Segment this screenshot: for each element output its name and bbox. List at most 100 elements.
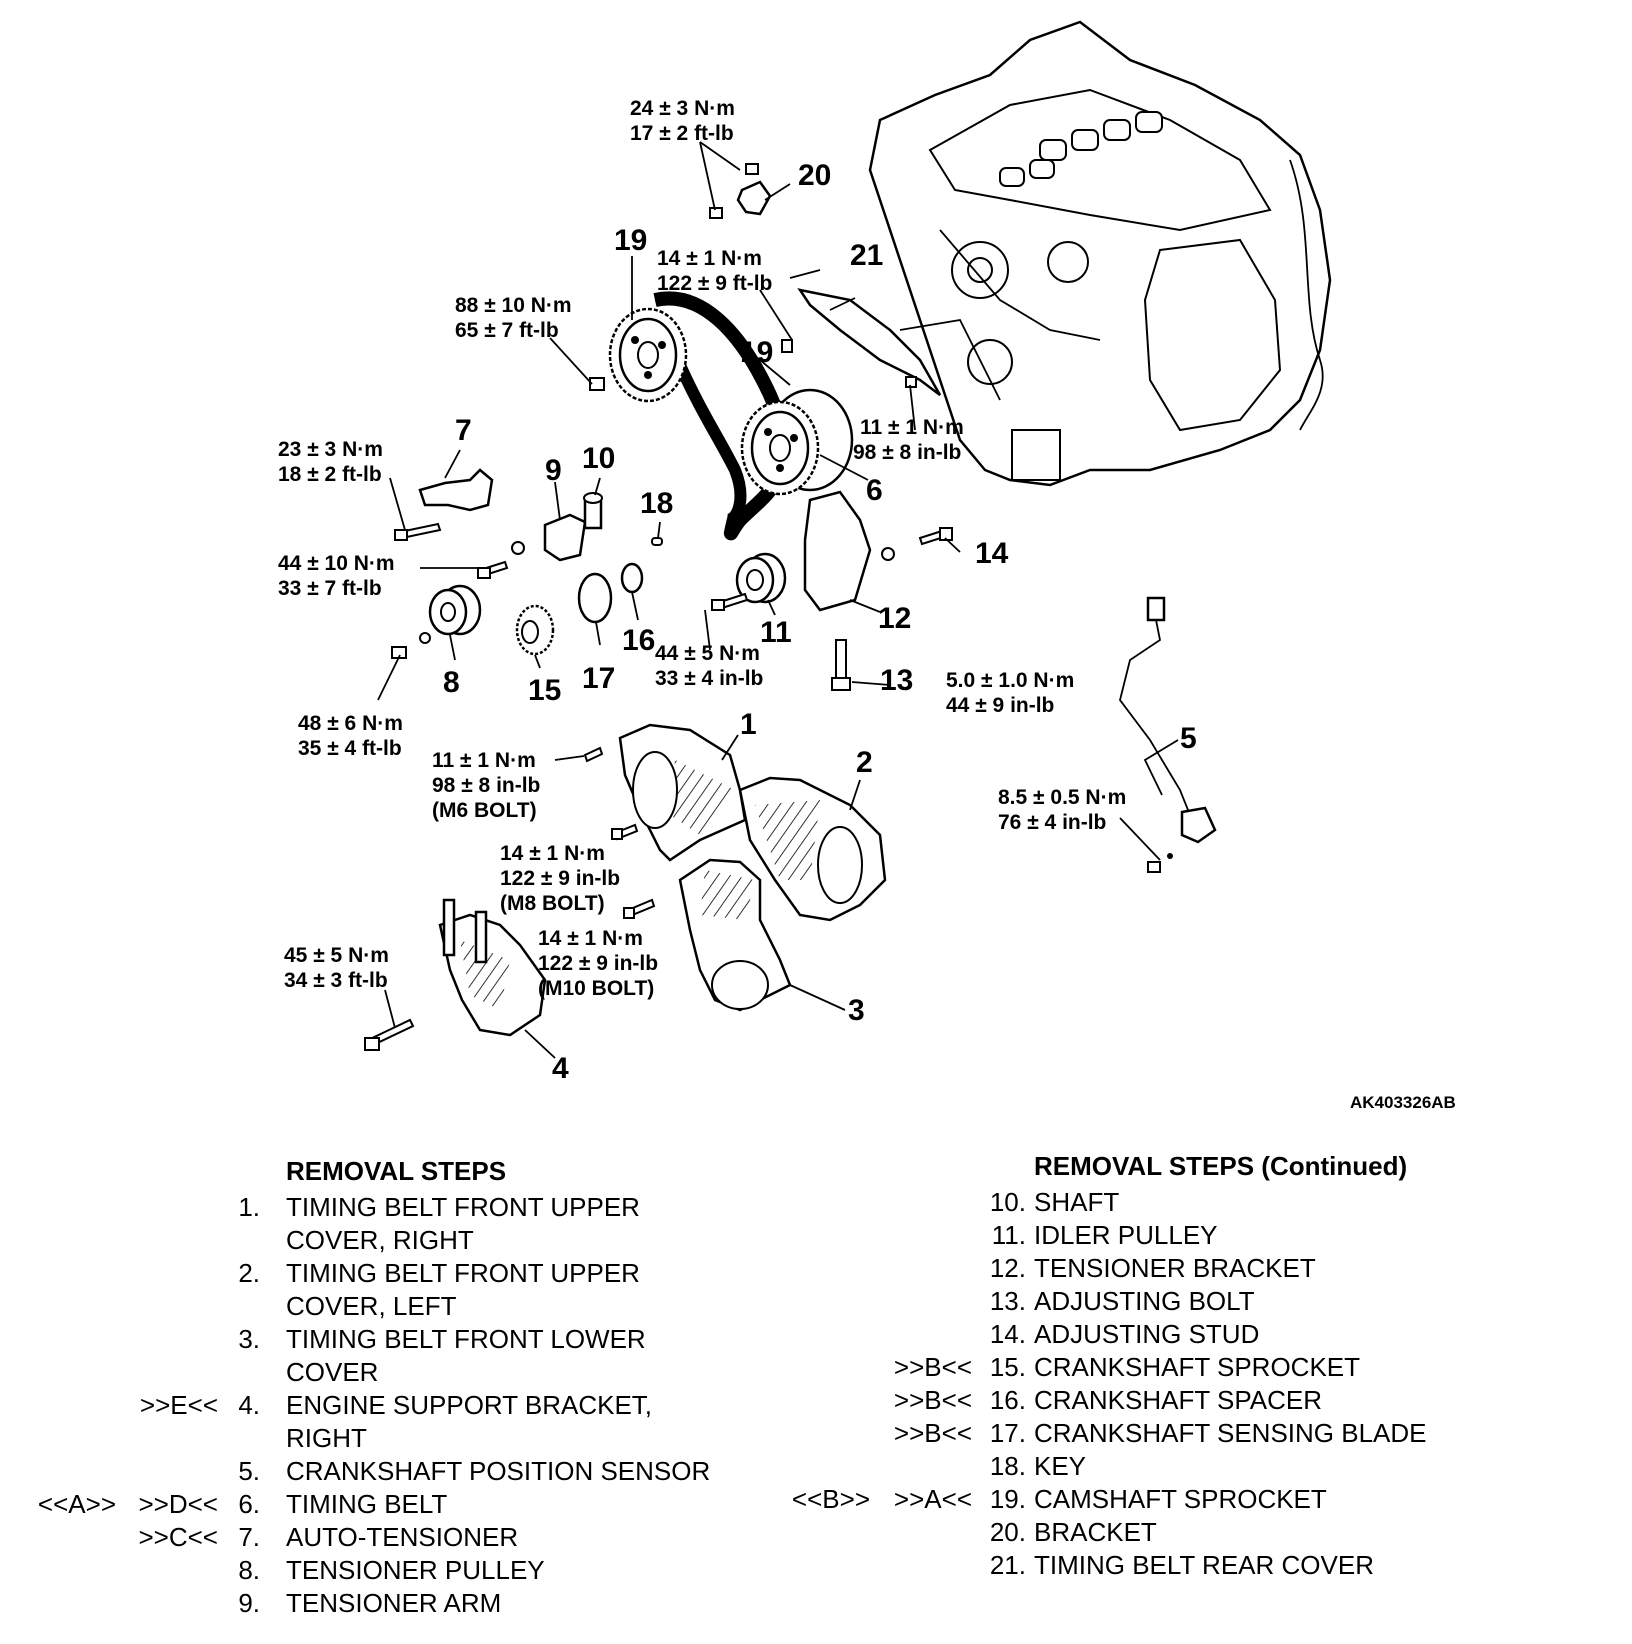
step-number: 17. <box>989 1418 1026 1448</box>
callout-6: 6 <box>866 474 883 507</box>
callout-1: 1 <box>740 708 757 741</box>
bolts-cover <box>583 746 656 919</box>
torque-8-nm: 48 ± 6 N·m <box>298 712 403 735</box>
callout-9: 9 <box>545 454 562 487</box>
torque-4-ftlb: 34 ± 3 ft-lb <box>284 969 388 992</box>
removal-steps-continued-title: REMOVAL STEPS (Continued) <box>1034 1151 1408 1181</box>
crankshaft-sprocket <box>515 604 555 656</box>
torque-1-bolt: (M6 BOLT) <box>432 799 537 822</box>
torque-9-ftlb: 33 ± 7 ft-lb <box>278 577 382 600</box>
step-text: ENGINE SUPPORT BRACKET, <box>286 1390 653 1420</box>
callout-13: 13 <box>880 664 913 697</box>
auto-tensioner <box>418 468 494 512</box>
step-marker-primary: <<A>> <box>37 1489 116 1519</box>
step-number: 20. <box>989 1517 1026 1547</box>
step-marker-secondary: >>B<< <box>893 1352 972 1382</box>
step-number: 1. <box>238 1192 260 1222</box>
torque-11-inlb: 33 ± 4 in-lb <box>655 667 763 690</box>
callout-8: 8 <box>443 666 460 699</box>
callout-2: 2 <box>856 746 873 779</box>
torque-3-inlb: 122 ± 9 in-lb <box>538 952 658 975</box>
step-text: RIGHT <box>286 1423 367 1453</box>
step-number: 12. <box>989 1253 1026 1283</box>
callout-3: 3 <box>848 994 865 1027</box>
step-number: 9. <box>238 1588 260 1618</box>
step-number: 18. <box>989 1451 1026 1481</box>
torque-21-inlb: 98 ± 8 in-lb <box>853 441 961 464</box>
callout-10: 10 <box>582 442 615 475</box>
step-number: 21. <box>989 1550 1026 1580</box>
step-text: IDLER PULLEY <box>1034 1220 1218 1250</box>
callout-19-left: 19 <box>614 224 647 257</box>
step-text: COVER, RIGHT <box>286 1225 474 1255</box>
camshaft-sprocket-left <box>608 307 688 403</box>
step-number: 4. <box>238 1390 260 1420</box>
callout-numbers: 1 2 3 4 5 6 7 8 9 10 11 12 13 14 15 16 1… <box>443 159 1197 1085</box>
callout-16: 16 <box>622 624 655 657</box>
torque-20-nm: 24 ± 3 N·m <box>630 97 735 120</box>
torque-7-ftlb: 18 ± 2 ft-lb <box>278 463 382 486</box>
step-text: BRACKET <box>1034 1517 1157 1547</box>
removal-steps-right: REMOVAL STEPS (Continued) 10. SHAFT 11. IDL… <box>780 1145 1632 1644</box>
step-text: SHAFT <box>1034 1187 1120 1217</box>
step-number: 11. <box>991 1220 1026 1250</box>
crankshaft-position-sensor <box>1119 596 1217 873</box>
torque-13-inlb: 44 ± 9 in-lb <box>946 694 1054 717</box>
tensioner-bracket <box>803 490 872 612</box>
step-marker-secondary: >>B<< <box>893 1385 972 1415</box>
removal-steps-title: REMOVAL STEPS <box>286 1156 507 1186</box>
torque-8-ftlb: 35 ± 4 ft-lb <box>298 737 402 760</box>
step-text: TIMING BELT REAR COVER <box>1034 1550 1374 1580</box>
torque-2-bolt: (M8 BOLT) <box>500 892 605 915</box>
torque-7-nm: 23 ± 3 N·m <box>278 438 383 461</box>
step-text: TIMING BELT FRONT UPPER <box>286 1258 640 1288</box>
callout-21: 21 <box>850 239 883 272</box>
step-marker-secondary: >>D<< <box>138 1489 218 1519</box>
step-number: 19. <box>989 1484 1026 1514</box>
exploded-view-diagram: 1 2 3 4 5 6 7 8 9 10 11 12 13 14 15 16 1… <box>278 20 1456 1112</box>
step-text: CRANKSHAFT SPROCKET <box>1034 1352 1361 1382</box>
step-number: 6. <box>238 1489 260 1519</box>
torque-19b-nm: 14 ± 1 N·m <box>657 247 762 270</box>
step-text: KEY <box>1034 1451 1087 1481</box>
step-number: 5. <box>238 1456 260 1486</box>
step-number: 16. <box>989 1385 1026 1415</box>
step-number: 15. <box>989 1352 1026 1382</box>
step-text: CRANKSHAFT SENSING BLADE <box>1034 1418 1427 1448</box>
step-marker-secondary: >>A<< <box>893 1484 972 1514</box>
step-number: 3. <box>238 1324 260 1354</box>
key <box>651 537 663 546</box>
callout-17: 17 <box>582 662 615 695</box>
crankshaft-sensing-blade <box>577 572 613 624</box>
callout-7: 7 <box>455 414 472 447</box>
torque-19b-ftlb: 122 ± 9 ft-lb <box>657 272 772 295</box>
step-number: 2. <box>238 1258 260 1288</box>
callout-15: 15 <box>528 674 561 707</box>
callout-14: 14 <box>975 537 1009 570</box>
torque-19a-nm: 88 ± 10 N·m <box>455 294 572 317</box>
step-number: 7. <box>238 1522 260 1552</box>
engine-support-bracket <box>364 898 547 1051</box>
step-text: COVER, LEFT <box>286 1291 457 1321</box>
step-marker-secondary: >>E<< <box>139 1390 218 1420</box>
step-number: 14. <box>989 1319 1026 1349</box>
step-text: TENSIONER PULLEY <box>286 1555 545 1585</box>
step-number: 10. <box>989 1187 1026 1217</box>
callout-4: 4 <box>552 1052 569 1085</box>
torque-20-ftlb: 17 ± 2 ft-lb <box>630 122 734 145</box>
step-text: COVER <box>286 1357 379 1387</box>
step-text: ADJUSTING BOLT <box>1034 1286 1255 1316</box>
torque-2-nm: 14 ± 1 N·m <box>500 842 605 865</box>
step-marker-secondary: >>C<< <box>138 1522 218 1552</box>
callout-11: 11 <box>760 616 792 649</box>
torque-9-nm: 44 ± 10 N·m <box>278 552 395 575</box>
torque-13-nm: 5.0 ± 1.0 N·m <box>946 669 1074 692</box>
figure-id: AK403326AB <box>1350 1093 1456 1112</box>
callout-18: 18 <box>640 487 673 520</box>
tensioner-arm <box>543 513 587 562</box>
step-marker-primary: <<B>> <box>791 1484 870 1514</box>
step-number: 8. <box>238 1555 260 1585</box>
torque-19a-ftlb: 65 ± 7 ft-lb <box>455 319 559 342</box>
torque-1-nm: 11 ± 1 N·m <box>432 749 536 772</box>
